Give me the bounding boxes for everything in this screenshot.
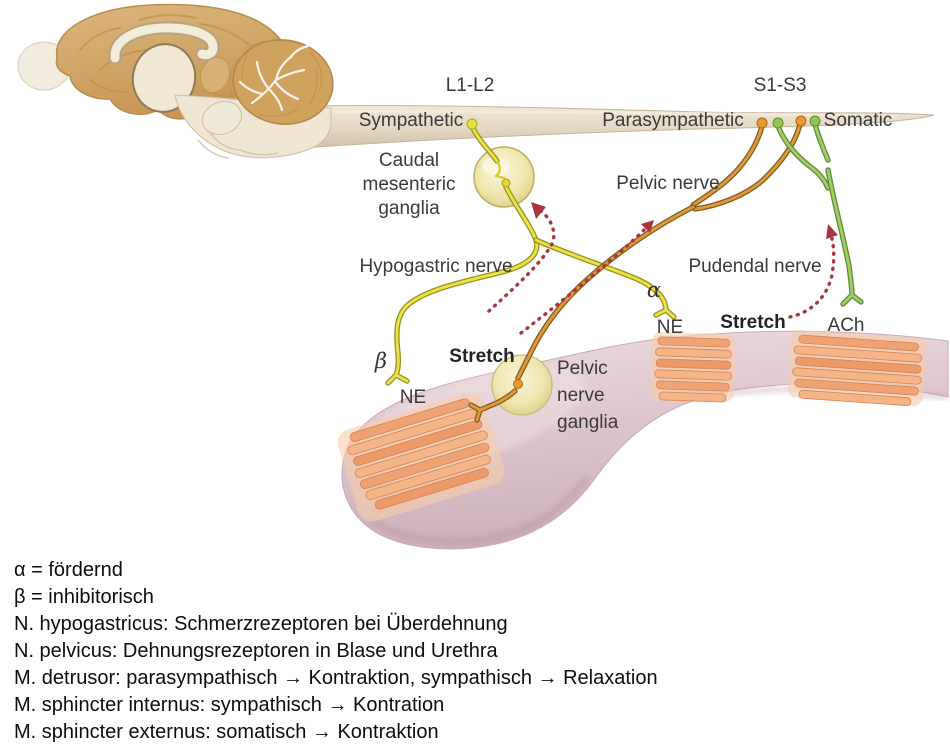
label-sympathetic: Sympathetic: [359, 110, 464, 131]
somatic-fiber-2: [813, 122, 830, 162]
bladder-shading: [368, 474, 591, 545]
somatic-root-dot-2: [809, 115, 821, 127]
cerebellum: [229, 39, 334, 125]
label-l1-l2: L1-L2: [446, 75, 495, 96]
midbrain: [199, 56, 231, 94]
corpus-callosum: [108, 21, 220, 65]
sympathetic-preganglionic-fiber: [470, 124, 499, 163]
caption-line-detrusor: M. detrusor: parasympathisch → Kontrakti…: [14, 667, 658, 689]
somatic-fiber-1: [776, 124, 830, 190]
internal-sphincter-muscle: [650, 331, 736, 403]
label-pelvic-ganglia-line3: ganglia: [557, 412, 619, 433]
afferent-arrowhead-3: [826, 224, 838, 239]
label-pelvic-ganglia-line1: Pelvic: [557, 358, 608, 379]
bladder-innervation-diagram: L1-L2 Sympathetic Parasympathetic S1-S3 …: [17, 3, 949, 550]
label-somatic: Somatic: [824, 110, 893, 131]
pudendal-nerve-trunk: [826, 168, 863, 306]
arbor-vitae: [238, 44, 310, 112]
spinal-cord: [299, 104, 935, 149]
label-caudal-ganglia-line1: Caudal: [379, 150, 439, 171]
label-caudal-ganglia-line3: ganglia: [378, 198, 440, 219]
ganglion-synapse-dot: [501, 178, 511, 188]
pelvic-nerve-trunk: [516, 205, 695, 380]
sympathetic-postganglionic-fiber-alpha: [534, 238, 676, 319]
caption-line-sphincter-externus: M. sphincter externus: somatisch → Kontr…: [14, 721, 439, 743]
caption-line-pelvicus: N. pelvicus: Dehnungsrezeptoren in Blase…: [14, 640, 498, 662]
afferent-arrow-to-cord: [519, 228, 646, 335]
caption: α = fördernd β = inhibitorisch N. hypoga…: [14, 557, 658, 746]
afferent-arrow-pudendal: [788, 230, 836, 319]
afferent-arrowhead-2: [641, 220, 654, 233]
label-ne-sphincter: NE: [657, 317, 683, 338]
label-ne-detrusor: NE: [400, 387, 426, 408]
caption-line-alpha: α = fördernd: [14, 559, 123, 581]
afferent-arrowhead-1: [531, 202, 546, 219]
label-ach: ACh: [828, 315, 865, 336]
pelvic-nerve-fiber-2: [693, 122, 802, 211]
label-hypogastric-nerve: Hypogastric nerve: [359, 256, 512, 277]
parasympathetic-root-dot-2: [795, 115, 807, 127]
caption-line-beta: β = inhibitorisch: [14, 586, 154, 608]
label-alpha: α: [647, 278, 661, 302]
pelvic-nerve-fiber-1: [691, 124, 764, 207]
pelvic-postganglionic-fiber: [469, 389, 517, 422]
sympathetic-root-dot: [466, 118, 478, 130]
label-pudendal-nerve: Pudendal nerve: [688, 256, 821, 277]
label-pelvic-nerve: Pelvic nerve: [616, 173, 720, 194]
cerebellum-folia: [229, 39, 323, 117]
external-sphincter-muscle: [787, 330, 927, 406]
somatic-root-dot-1: [772, 117, 784, 129]
label-pelvic-ganglia-line2: nerve: [557, 385, 605, 406]
label-caudal-ganglia-line2: mesenteric: [363, 174, 456, 195]
label-beta: β: [374, 349, 387, 373]
label-stretch-sphincter: Stretch: [720, 312, 785, 333]
afferent-arrow-to-ganglia: [487, 209, 556, 313]
label-stretch-detrusor: Stretch: [449, 346, 514, 367]
ganglion-synapse-terminal: [494, 161, 506, 180]
label-s1-s3: S1-S3: [754, 75, 807, 96]
pelvic-ganglion-synapse-dot: [513, 379, 523, 389]
detrusor-muscle: [337, 392, 505, 522]
brain-illustration: [17, 3, 334, 159]
label-parasympathetic: Parasympathetic: [602, 110, 744, 131]
medulla-folds: [197, 131, 279, 159]
parasympathetic-root-dot-1: [756, 117, 768, 129]
caption-line-hypogastricus: N. hypogastricus: Schmerzrezeptoren bei …: [14, 613, 508, 635]
caption-line-sphincter-internus: M. sphincter internus: sympathisch → Kon…: [14, 694, 445, 716]
